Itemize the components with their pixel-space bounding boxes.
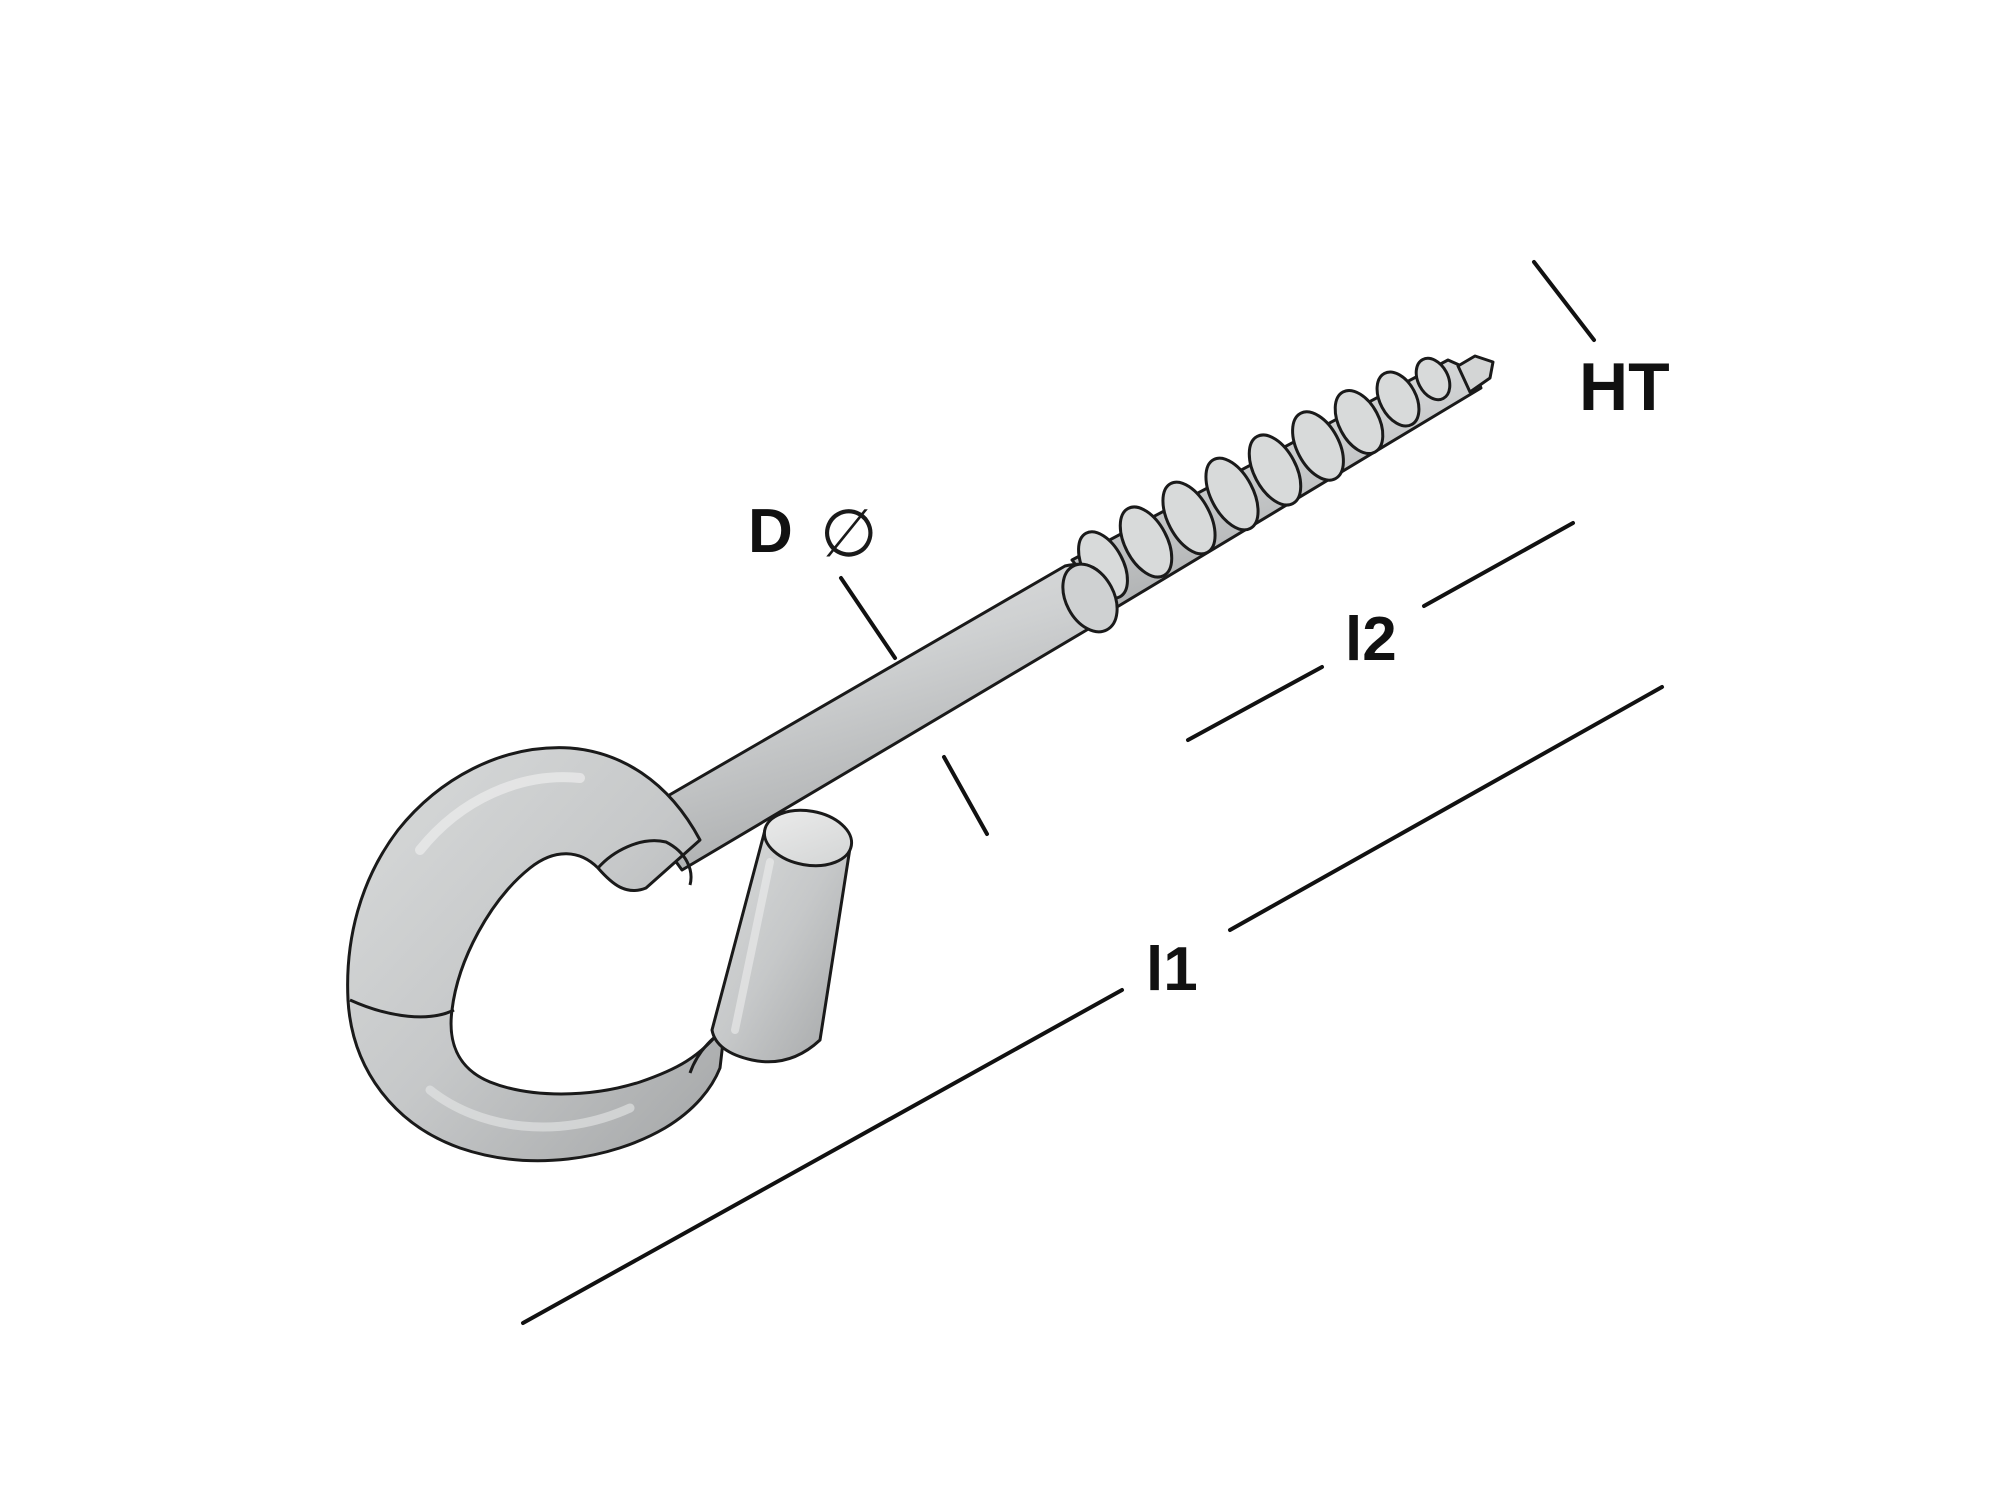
thread-length-dimension: l2 (1186, 521, 1575, 742)
thread-length-label: l2 (1345, 605, 1397, 674)
screw-thread (1070, 354, 1495, 612)
diameter-dimension: D ∅ (748, 495, 989, 836)
screw-hook-bend (346, 746, 727, 1163)
diameter-leader-lower (942, 755, 989, 836)
total-length-line-lower (521, 988, 1124, 1325)
dimension-annotations: D ∅ HT l2 l1 (521, 260, 1670, 1325)
diameter-symbol: ∅ (820, 495, 878, 572)
thread-length-line-lower (1186, 665, 1324, 742)
total-length-dimension: l1 (521, 685, 1664, 1325)
thread-type-leader (1532, 260, 1596, 342)
total-length-label: l1 (1146, 935, 1198, 1004)
hook-leg (710, 808, 854, 1064)
thread-length-line-upper (1422, 521, 1575, 608)
diameter-leader-upper (839, 576, 897, 660)
screw-shank (638, 562, 1119, 872)
total-length-line-upper (1228, 685, 1664, 932)
thread-type-dimension: HT (1532, 260, 1670, 425)
diameter-label: D (748, 497, 793, 566)
thread-type-label: HT (1579, 349, 1670, 425)
screw-hook (346, 354, 1495, 1163)
